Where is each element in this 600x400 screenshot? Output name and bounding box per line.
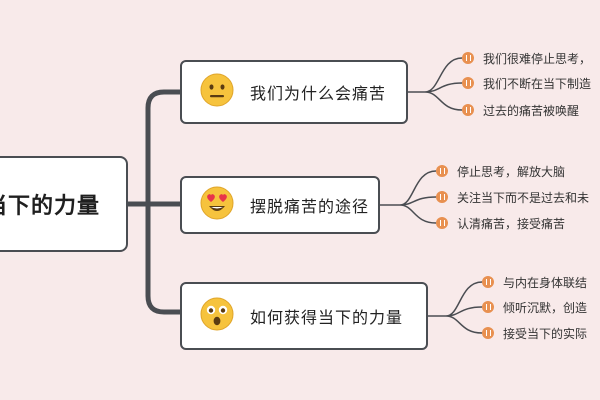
leaf-text: 认清痛苦，接受痛苦 [457,216,566,231]
leaf-item: 停止思考，解放大脑 [436,162,565,180]
pause-badge-icon [482,327,494,339]
branch-1-curves [408,57,463,111]
astonished-face-icon [200,297,234,335]
pause-badge-icon [462,52,474,64]
branch-label: 我们为什么会痛苦 [250,84,387,103]
pause-badge-icon [462,104,474,116]
pause-badge-icon [436,217,448,229]
leaf-item: 过去的痛苦被唤醒 [462,101,579,119]
leaf-item: 倾听沉默，创造 [482,298,587,316]
pause-badge-icon [436,165,448,177]
pause-badge-icon [482,276,494,288]
trunk-spine-line [145,89,180,315]
branch-node-why-suffer: 我们为什么会痛苦 [180,60,408,124]
leaf-item: 我们很难停止思考， [462,49,591,67]
pause-badge-icon [436,191,448,203]
leaf-text: 倾听沉默，创造 [503,300,588,315]
pause-badge-icon [482,301,494,313]
leaf-item: 与内在身体联结 [482,273,587,291]
branch-label: 如何获得当下的力量 [250,308,404,327]
leaf-item: 关注当下而不是过去和未 [436,188,589,206]
leaf-text: 关注当下而不是过去和未 [457,190,590,205]
leaf-item: 我们不断在当下制造 [462,74,591,92]
leaf-item: 接受当下的实际 [482,324,587,342]
branch-label: 摆脱痛苦的途径 [250,197,370,216]
leaf-text: 接受当下的实际 [503,326,588,341]
branch-node-escape-suffering: 摆脱痛苦的途径 [180,176,380,234]
neutral-face-icon [200,73,234,111]
root-node: 当下的力量 [0,156,128,252]
branch-2-curves [380,170,437,224]
branch-node-gain-power: 如何获得当下的力量 [180,282,428,350]
pause-badge-icon [462,77,474,89]
leaf-text: 与内在身体联结 [503,275,588,290]
heart-eyes-face-icon [200,186,234,224]
branch-3-curves [428,281,483,334]
root-title: 当下的力量 [0,194,100,219]
leaf-text: 停止思考，解放大脑 [457,164,566,179]
leaf-item: 认清痛苦，接受痛苦 [436,214,565,232]
leaf-text: 我们很难停止思考， [483,51,592,66]
leaf-text: 我们不断在当下制造 [483,76,592,91]
leaf-text: 过去的痛苦被唤醒 [483,103,580,118]
